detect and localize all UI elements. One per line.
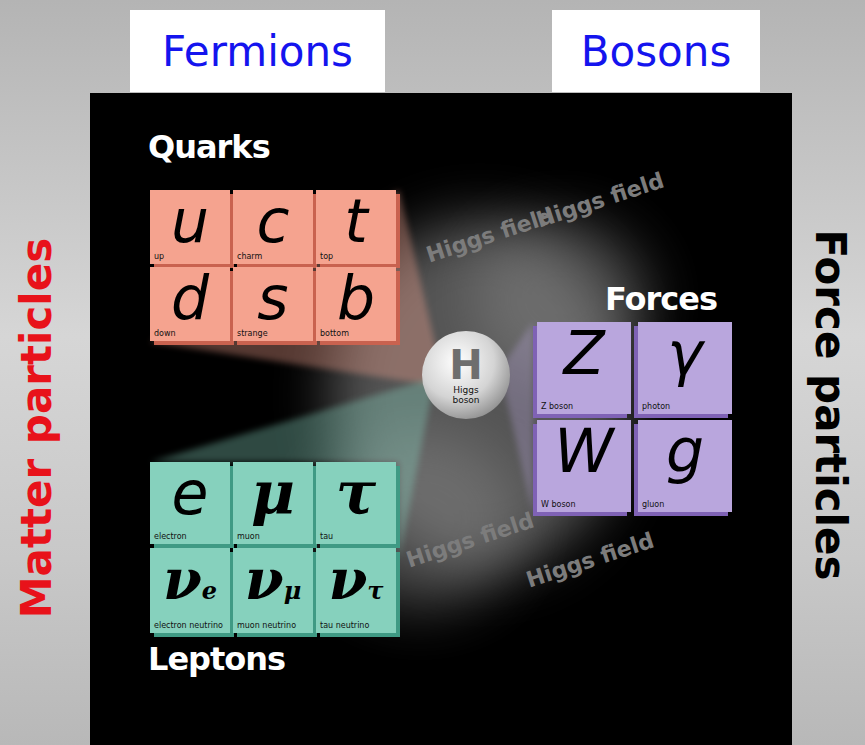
particle-name: top: [320, 252, 392, 261]
boson-tile: g gluon: [638, 420, 732, 512]
watermark: Higgs field: [533, 168, 667, 233]
particle-symbol: u: [154, 192, 226, 250]
quark-tile: d down: [150, 267, 230, 341]
particle-name: electron neutrino: [154, 621, 226, 630]
quark-tile: b bottom: [316, 267, 396, 341]
category-title: Bosons: [581, 27, 732, 76]
particle-name: bottom: [320, 329, 392, 338]
particle-symbol: H: [449, 345, 482, 385]
particle-symbol: g: [642, 422, 728, 480]
particle-name: electron: [154, 532, 226, 541]
particle-name: tau: [320, 532, 392, 541]
particle-symbol: d: [154, 269, 226, 327]
watermark: Higgs field: [523, 528, 657, 593]
quark-tile: c charm: [233, 190, 313, 264]
category-box: Fermions: [130, 10, 385, 92]
particle-symbol: νμ: [237, 550, 309, 620]
side-label: Force particles: [806, 230, 855, 581]
quark-tile: t top: [316, 190, 396, 264]
group-label: Quarks: [148, 128, 270, 166]
higgs-circle: HHiggs boson: [421, 330, 511, 420]
particle-symbol: γ: [642, 324, 728, 382]
category-title: Fermions: [162, 27, 353, 76]
side-label: Matter particles: [12, 238, 61, 618]
particle-name: strange: [237, 329, 309, 338]
particle-name: muon neutrino: [237, 621, 309, 630]
watermark: Higgs field: [403, 508, 537, 573]
particle-name: muon: [237, 532, 309, 541]
particle-symbol: c: [237, 192, 309, 250]
particle-symbol: μ: [237, 464, 309, 522]
boson-tile: W W boson: [537, 420, 631, 512]
particle-name: down: [154, 329, 226, 338]
particle-name: Higgs boson: [446, 385, 486, 405]
particle-name: gluon: [642, 500, 728, 509]
force-beam: [505, 322, 533, 515]
particle-name: Z boson: [541, 402, 627, 411]
particle-name: photon: [642, 402, 728, 411]
particle-symbol: b: [320, 269, 392, 327]
particle-name: up: [154, 252, 226, 261]
category-box: Bosons: [552, 10, 760, 92]
group-label: Leptons: [148, 640, 285, 678]
particle-symbol: t: [320, 192, 392, 250]
particle-symbol: s: [237, 269, 309, 327]
particle-name: W boson: [541, 500, 627, 509]
quark-tile: s strange: [233, 267, 313, 341]
particle-symbol: e: [154, 464, 226, 522]
particle-name: tau neutrino: [320, 621, 392, 630]
lepton-tile: νeelectron neutrino: [150, 548, 230, 633]
boson-tile: Z Z boson: [537, 322, 631, 414]
particle-symbol: W: [541, 422, 627, 480]
group-label: Forces: [605, 280, 717, 318]
lepton-tile: νμmuon neutrino: [233, 548, 313, 633]
lepton-tile: e electron: [150, 462, 230, 544]
particle-symbol: Z: [541, 324, 627, 382]
quark-tile: u up: [150, 190, 230, 264]
lepton-beam: [150, 380, 432, 560]
lepton-tile: τ tau: [316, 462, 396, 544]
lepton-tile: μ muon: [233, 462, 313, 544]
particle-symbol: νe: [154, 550, 226, 620]
lepton-tile: ντtau neutrino: [316, 548, 396, 633]
particle-symbol: τ: [320, 464, 392, 522]
higgs-sphere: [422, 331, 510, 419]
particle-symbol: ντ: [320, 550, 392, 620]
boson-tile: γ photon: [638, 322, 732, 414]
quark-beam: [150, 190, 440, 385]
particle-name: charm: [237, 252, 309, 261]
